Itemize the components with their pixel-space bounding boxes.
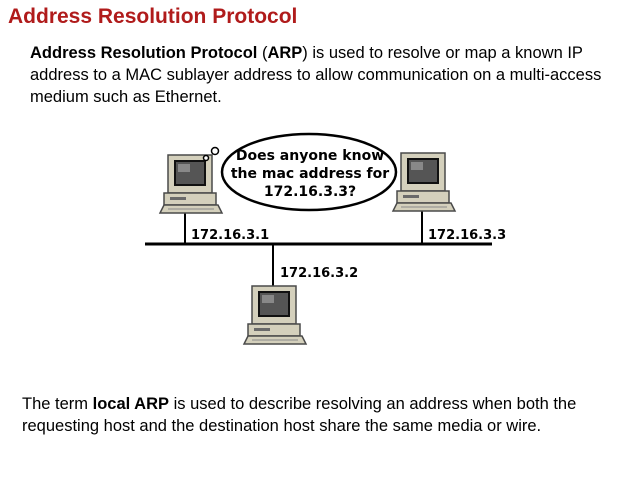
ip-label-host-2: 172.16.3.2: [280, 266, 358, 281]
outro-text: is used to describe resolving an address…: [22, 395, 577, 435]
bubble-line-1: Does anyone know: [236, 148, 384, 164]
intro-text: ) is used to resolve or map a known IP a…: [30, 44, 602, 106]
bubble-line-2: the mac address for: [231, 166, 389, 182]
slide-title: Address Resolution Protocol: [8, 5, 298, 28]
local-arp-term: local ARP: [92, 395, 170, 413]
outro-lead: The term: [22, 395, 93, 413]
desktop-computer-icon: [243, 285, 307, 345]
intro-open-paren: (: [257, 44, 268, 62]
thought-bubble: [220, 132, 398, 212]
intro-paragraph: Address Resolution Protocol (ARP) is use…: [30, 42, 630, 108]
local-arp-paragraph: The term local ARP is used to describe r…: [22, 393, 632, 437]
desktop-computer-icon: [159, 154, 223, 214]
ip-label-host-3: 172.16.3.3: [428, 228, 506, 243]
bubble-line-3: 172.16.3.3?: [264, 184, 356, 200]
arp-term: Address Resolution Protocol: [30, 44, 258, 62]
desktop-computer-icon: [392, 152, 456, 212]
arp-abbreviation: ARP: [267, 44, 303, 62]
ip-label-host-1: 172.16.3.1: [191, 228, 269, 243]
thought-dot-small: [202, 154, 210, 162]
thought-dot-large: [210, 146, 220, 156]
